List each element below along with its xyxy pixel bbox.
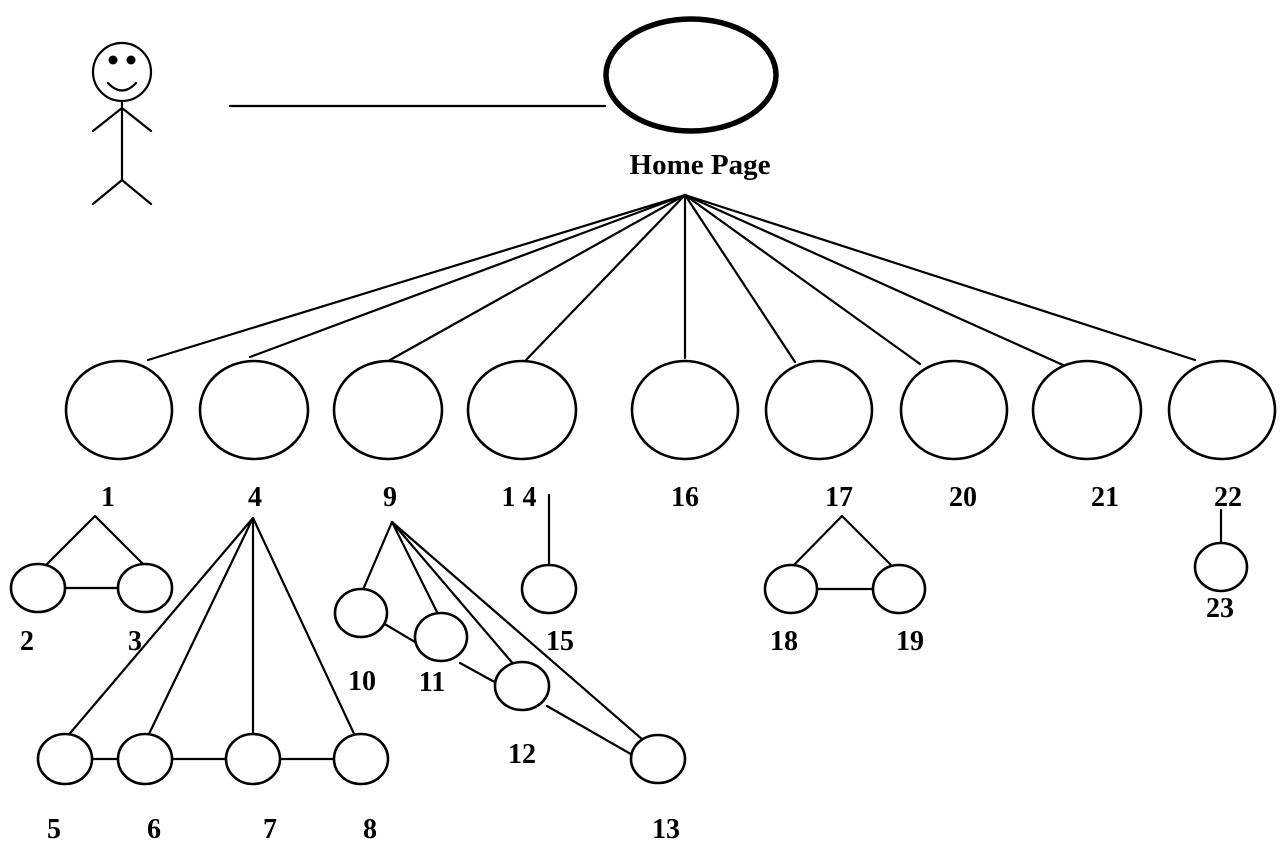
figure-left-arm (91, 106, 124, 133)
node-5[interactable] (36, 732, 94, 786)
edge-n4-n5 (64, 516, 255, 740)
figure-left-leg (91, 178, 124, 206)
node-label-3: 3 (128, 626, 142, 657)
node-22[interactable] (1167, 359, 1277, 461)
figure-left-eye (108, 55, 118, 65)
node-20[interactable] (899, 359, 1009, 461)
edge-n9-n10 (360, 520, 394, 594)
edge-n11-n12 (458, 661, 502, 687)
node-label-2: 2 (20, 626, 34, 657)
edge-n9-n12 (390, 520, 517, 668)
edge-n17-n19 (840, 514, 897, 571)
node-8[interactable] (332, 732, 390, 786)
node-6[interactable] (116, 732, 174, 786)
node-label-23: 23 (1206, 593, 1234, 624)
node-15[interactable] (520, 563, 578, 615)
node-14[interactable] (466, 359, 578, 461)
edge-n1-n3 (93, 514, 150, 571)
edge-n1-n2 (40, 514, 97, 571)
edge-home-n17 (683, 193, 797, 364)
node-1[interactable] (64, 359, 174, 461)
edge-home-n14 (524, 193, 687, 362)
node-label-6: 6 (147, 814, 161, 845)
node-label-22: 22 (1214, 482, 1242, 513)
node-11[interactable] (413, 611, 469, 663)
node-label-17: 17 (825, 482, 853, 513)
edge-n17-n18 (788, 514, 844, 571)
home-page-edges (146, 193, 1197, 367)
node-label-20: 20 (949, 482, 977, 513)
figure-right-leg (120, 178, 153, 206)
node-label-16: 16 (671, 482, 699, 513)
edge-home-n21 (683, 193, 1065, 367)
node-label-18: 18 (770, 626, 798, 657)
node-label-5: 5 (47, 814, 61, 845)
node-21[interactable] (1031, 359, 1143, 461)
node-label-7: 7 (263, 814, 277, 845)
node-7[interactable] (224, 732, 282, 786)
node-label-9: 9 (383, 482, 397, 513)
node-16[interactable] (630, 359, 740, 461)
figure-head (91, 41, 153, 103)
node-2[interactable] (9, 562, 67, 614)
node-label-21: 21 (1091, 482, 1119, 513)
edge-n4-n6 (146, 516, 255, 738)
node-label-4: 4 (248, 482, 262, 513)
figure-right-arm (120, 106, 153, 133)
node-23[interactable] (1193, 541, 1249, 593)
node-label-1: 1 (101, 482, 115, 513)
node-18[interactable] (763, 563, 819, 615)
node-17[interactable] (764, 359, 874, 461)
figure-smile (106, 81, 138, 92)
edge-n12-n13 (545, 704, 638, 759)
edge-home-n4 (248, 193, 687, 359)
node-label-10: 10 (348, 666, 376, 697)
node-label-19: 19 (896, 626, 924, 657)
node-label-14: 1 4 (502, 482, 537, 513)
edge-home-n1 (146, 193, 687, 362)
node-label-15: 15 (546, 626, 574, 657)
figure-right-eye (126, 55, 136, 65)
edge-n4-n8 (251, 516, 358, 740)
node-3[interactable] (116, 562, 174, 614)
home-page-node[interactable] (603, 16, 779, 134)
edge-n9-n13 (390, 520, 645, 742)
node-label-11: 11 (419, 667, 445, 698)
edge-home-n22 (683, 193, 1197, 362)
node-9[interactable] (332, 359, 444, 461)
node-label-8: 8 (363, 814, 377, 845)
node-12[interactable] (493, 660, 551, 712)
subtree-edges (40, 493, 1223, 761)
node-4[interactable] (198, 359, 310, 461)
node-19[interactable] (871, 563, 927, 615)
node-label-12: 12 (508, 739, 536, 770)
edge-home-n20 (683, 193, 922, 366)
node-label-13: 13 (652, 814, 680, 845)
stick-figure-user-icon (91, 41, 153, 206)
edge-n9-n11 (390, 520, 442, 620)
home-page-label: Home Page (630, 149, 771, 181)
node-13[interactable] (629, 733, 687, 785)
node-10[interactable] (333, 587, 389, 639)
edge-home-n9 (388, 193, 687, 362)
